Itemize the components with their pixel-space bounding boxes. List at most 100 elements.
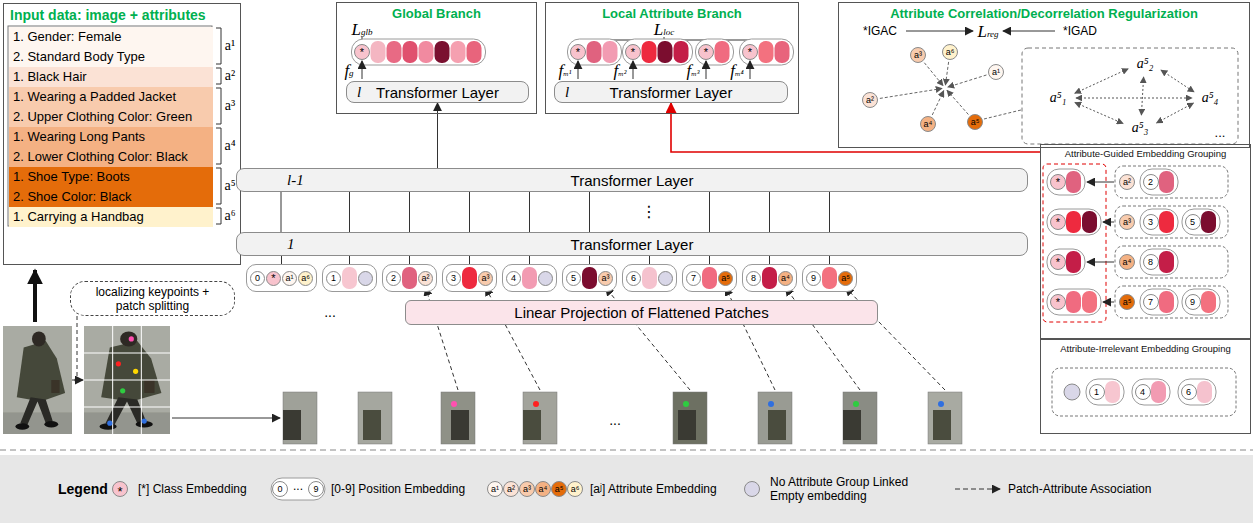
connector [281, 192, 282, 232]
token-pill [1140, 169, 1178, 195]
token-pill [1047, 249, 1085, 275]
token-pill [1047, 289, 1101, 315]
layer-name: Transformer Layer [571, 237, 694, 252]
text-label: ... [324, 305, 336, 319]
keypoint-dot [129, 336, 134, 341]
embedding-oval [715, 41, 730, 63]
embedding-oval [642, 41, 657, 63]
embedding-oval [451, 41, 466, 63]
token-pill [1140, 289, 1178, 315]
embedding-circle: 9 [1185, 294, 1201, 310]
attribute-group: 1. Wearing a Padded Jacket2. Upper Cloth… [9, 87, 213, 127]
embedding-circle: a³ [519, 481, 535, 497]
layer-index: 1 [287, 237, 295, 252]
group-frame [1115, 286, 1228, 318]
legend-text: No Attribute Group Linked Empty embeddin… [770, 475, 935, 503]
panel-heading: Input data: image + attributes [10, 7, 206, 24]
embedding-circle: 3 [1143, 214, 1159, 230]
arrow [1003, 31, 1055, 32]
token-embedding: 1 [322, 264, 377, 292]
class-embedding: * [570, 44, 586, 60]
math-symbol: fₘ³ [687, 62, 700, 79]
token-embedding: 5a³ [562, 264, 617, 292]
embedding-oval [467, 41, 482, 63]
attribute-embedding: a³ [598, 271, 613, 286]
person-photo [32, 331, 46, 346]
layer-link [469, 192, 470, 232]
attribute-text: 2. Shoe Color: Black [9, 187, 213, 207]
token-embedding: 3a³ [442, 264, 497, 292]
correlation-arrow [880, 88, 942, 98]
arrow [633, 61, 634, 79]
embedding-oval [1082, 291, 1097, 313]
keypoint-dot [853, 401, 859, 407]
bracket [216, 128, 221, 164]
token-pill [1182, 209, 1220, 235]
layer-link [589, 192, 590, 232]
layer-link [529, 192, 530, 232]
attribute-index: a² [225, 69, 235, 83]
image-patch [928, 392, 962, 444]
legend-text: [*] Class Embedding [138, 482, 247, 496]
attribute-index: a³ [225, 99, 235, 113]
arrow [1087, 182, 1114, 183]
attribute-embedding: a¹ [282, 271, 297, 286]
token-embedding: 6 [622, 264, 677, 292]
attribute-group: 1. Carrying a Handbag [9, 207, 213, 227]
image-patch [358, 392, 392, 444]
token-pill [1182, 289, 1220, 315]
panel: Input data: image + attributes1. Gender:… [3, 3, 241, 265]
connector [469, 256, 470, 264]
text-label: ... [1215, 126, 1226, 139]
keypoint-dot [120, 388, 125, 393]
position-embedding: 0 [250, 271, 265, 286]
person-photo-grid [144, 380, 154, 393]
position-embedding: 8 [746, 271, 761, 286]
embedding-oval [1066, 251, 1081, 273]
legend-heading: Legend [58, 482, 108, 496]
keypoint-dot [107, 421, 112, 426]
embedding-oval [775, 41, 790, 63]
class-embedding: * [1050, 214, 1066, 230]
embedding-oval [419, 41, 434, 63]
image-patch [283, 392, 317, 444]
image-patch [843, 392, 877, 444]
connector [349, 256, 350, 264]
attribute-embedding: a² [418, 271, 433, 286]
image-patch [363, 410, 381, 440]
token-pill [1047, 169, 1085, 195]
attribute-text: 1. Wearing a Padded Jacket [9, 87, 213, 107]
embedding-circle: a² [503, 481, 519, 497]
embedding-oval [658, 41, 673, 63]
arrow [172, 418, 280, 419]
attribute-index: a⁶ [224, 209, 235, 223]
connector [409, 256, 410, 264]
token-pill [1140, 249, 1178, 275]
class-embedding: * [1050, 254, 1066, 270]
big-arrow [33, 270, 37, 322]
attribute-text: 1. Shoe Type: Boots [9, 167, 213, 187]
embedding-circle: a³ [1119, 214, 1135, 230]
token-embedding: 9a⁵ [802, 264, 857, 292]
legend-sample [955, 489, 1000, 490]
sub-attribute: a⁵₄ [1202, 91, 1219, 105]
image-patch [768, 410, 786, 440]
attribute-list-frame [8, 26, 212, 226]
attribute-embedding: a³ [478, 271, 493, 286]
embedding-oval [1066, 291, 1081, 313]
position-embedding: 4 [506, 271, 521, 286]
class-embedding: * [1050, 174, 1066, 190]
person-photo [20, 397, 52, 425]
legend-ground [0, 455, 1253, 523]
token-pill [1086, 379, 1124, 405]
token-embedding: 8a⁴ [742, 264, 797, 292]
image-patch [758, 392, 792, 444]
group-frame [1022, 48, 1238, 144]
image-patch [441, 392, 475, 444]
person-photo [44, 421, 58, 427]
embedding-circle: 9 [308, 481, 324, 497]
arrow [706, 61, 707, 79]
grid-line [84, 353, 170, 354]
legend-text: Patch-Attribute Association [1008, 482, 1151, 496]
embedding-circle: a⁴ [920, 116, 936, 132]
